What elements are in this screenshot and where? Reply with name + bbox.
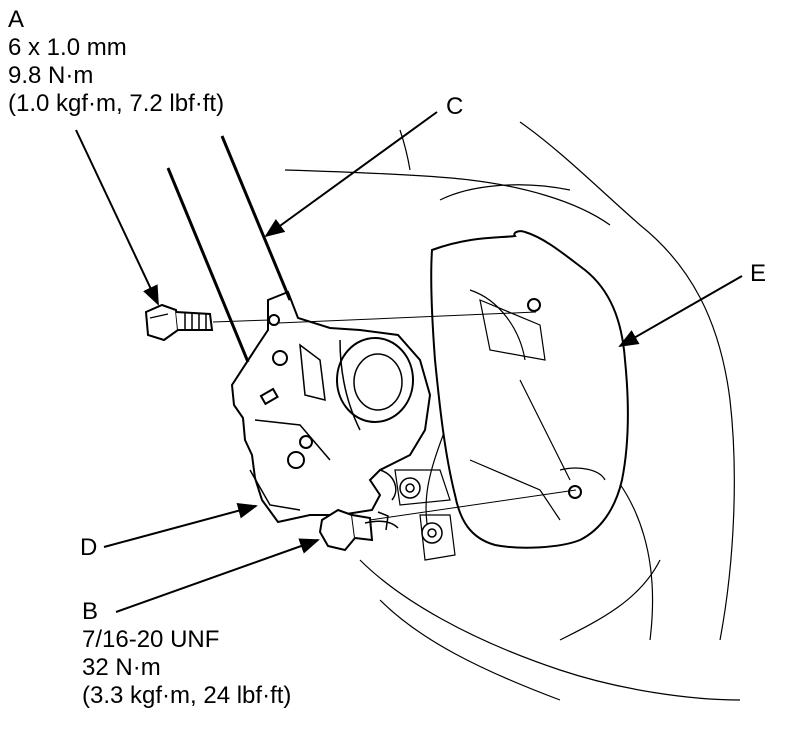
callout-d: D bbox=[80, 534, 97, 562]
callout-a: A 6 x 1.0 mm 9.8 N·m (1.0 kgf·m, 7.2 lbf… bbox=[8, 6, 224, 118]
leader-lines bbox=[75, 111, 743, 613]
mount-bracket-e bbox=[430, 230, 629, 549]
bolt-a bbox=[144, 303, 214, 342]
callout-b-torque: 32 N·m bbox=[82, 654, 161, 681]
callout-e-letter: E bbox=[750, 260, 767, 287]
callout-a-size: 6 x 1.0 mm bbox=[8, 34, 127, 61]
callout-b-size: 7/16-20 UNF bbox=[82, 626, 220, 653]
callout-a-torque-alt: (1.0 kgf·m, 7.2 lbf·ft) bbox=[8, 90, 225, 117]
leader-e bbox=[618, 275, 743, 347]
callout-e: E bbox=[750, 260, 766, 288]
callout-b-torque-alt: (3.3 kgf·m, 24 lbf·ft) bbox=[82, 682, 292, 709]
leader-a bbox=[75, 129, 159, 306]
callout-b: B 7/16-20 UNF 32 N·m (3.3 kgf·m, 24 lbf·… bbox=[82, 598, 291, 710]
leader-d bbox=[103, 502, 258, 548]
callout-a-letter: A bbox=[8, 6, 25, 33]
leader-c bbox=[264, 111, 438, 238]
bolt-b bbox=[318, 508, 399, 552]
engine-side-parts bbox=[394, 469, 456, 561]
callout-c-letter: C bbox=[446, 93, 464, 120]
callout-d-letter: D bbox=[80, 534, 98, 561]
alignment-lines bbox=[212, 311, 577, 521]
leader-b bbox=[115, 538, 320, 613]
harness-lines bbox=[166, 135, 292, 363]
callout-c: C bbox=[446, 93, 463, 121]
callout-a-torque: 9.8 N·m bbox=[8, 62, 94, 89]
sensor-bracket-assembly bbox=[230, 290, 432, 524]
body-panel-outline bbox=[284, 121, 741, 701]
callout-b-letter: B bbox=[82, 598, 99, 625]
